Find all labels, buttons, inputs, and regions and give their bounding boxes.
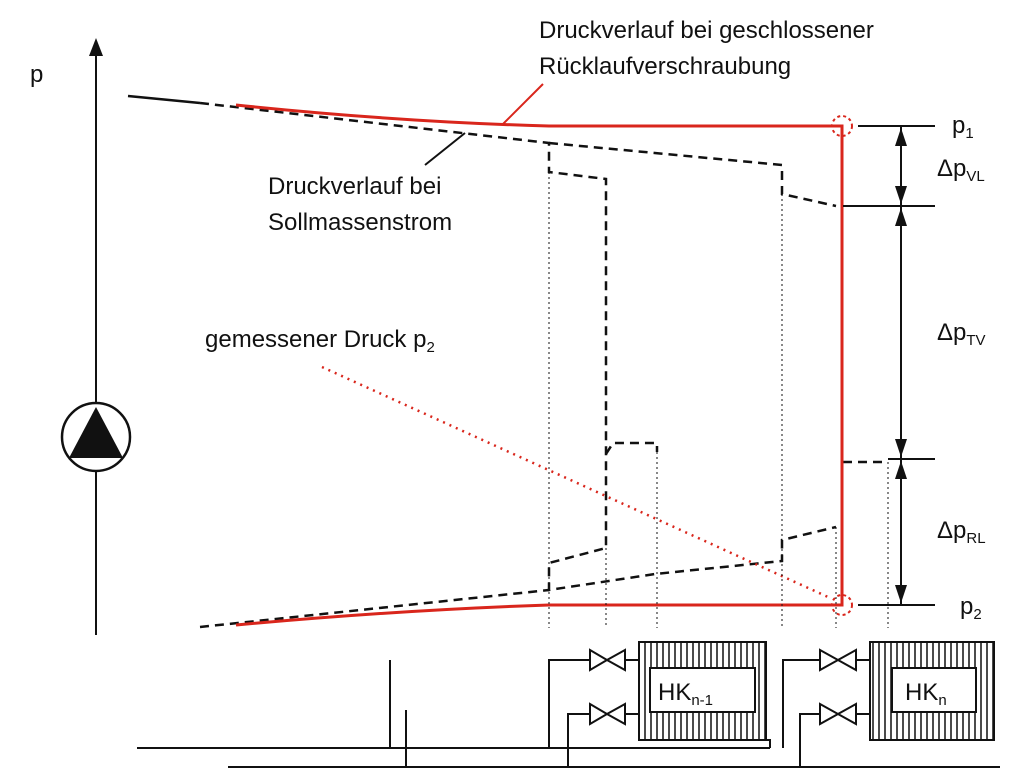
dp-rl-label: ΔpRL	[937, 517, 986, 547]
valve-icon	[589, 648, 626, 672]
guide-lines	[548, 172, 889, 628]
dimension-arrowheads	[895, 128, 907, 603]
nominal-flow-leader	[424, 132, 466, 166]
radiator-icon	[869, 641, 995, 741]
closed-return-curve	[235, 103, 844, 627]
p1-label: p1	[952, 112, 974, 142]
closed-return-leader	[502, 83, 544, 125]
pump-icon	[60, 401, 132, 473]
valve-icon	[819, 702, 857, 726]
measured-pressure-pointer	[321, 365, 829, 599]
dp-tv-label: ΔpTV	[937, 319, 986, 349]
dp-vl-label: ΔpVL	[937, 155, 985, 185]
y-axis-label: p	[30, 61, 43, 88]
closed-return-label-line2: Rücklaufverschraubung	[539, 53, 791, 80]
closed-return-label-line1: Druckverlauf bei geschlossener	[539, 17, 874, 44]
p2-label: p2	[960, 593, 982, 623]
nominal-flow-curve	[199, 101, 888, 629]
pipe-network	[137, 659, 1000, 768]
measurement-marker-p2	[831, 594, 853, 616]
y-axis-arrow	[89, 38, 103, 56]
nominal-flow-label-line1: Druckverlauf bei	[268, 173, 441, 200]
dimension-lines	[843, 125, 935, 606]
nominal-flow-label-line2: Sollmassenstrom	[268, 209, 452, 236]
circuit-label-hk-n: HKn	[905, 679, 947, 709]
valve-icon	[819, 648, 857, 672]
measurement-marker-p1	[831, 115, 853, 137]
measured-pressure-label: gemessener Druck p2	[205, 326, 435, 356]
nominal-flow-start	[127, 94, 201, 105]
valve-icon	[589, 702, 626, 726]
radiator-icon	[638, 641, 767, 741]
circuit-label-hk-n-1: HKn-1	[658, 679, 713, 709]
